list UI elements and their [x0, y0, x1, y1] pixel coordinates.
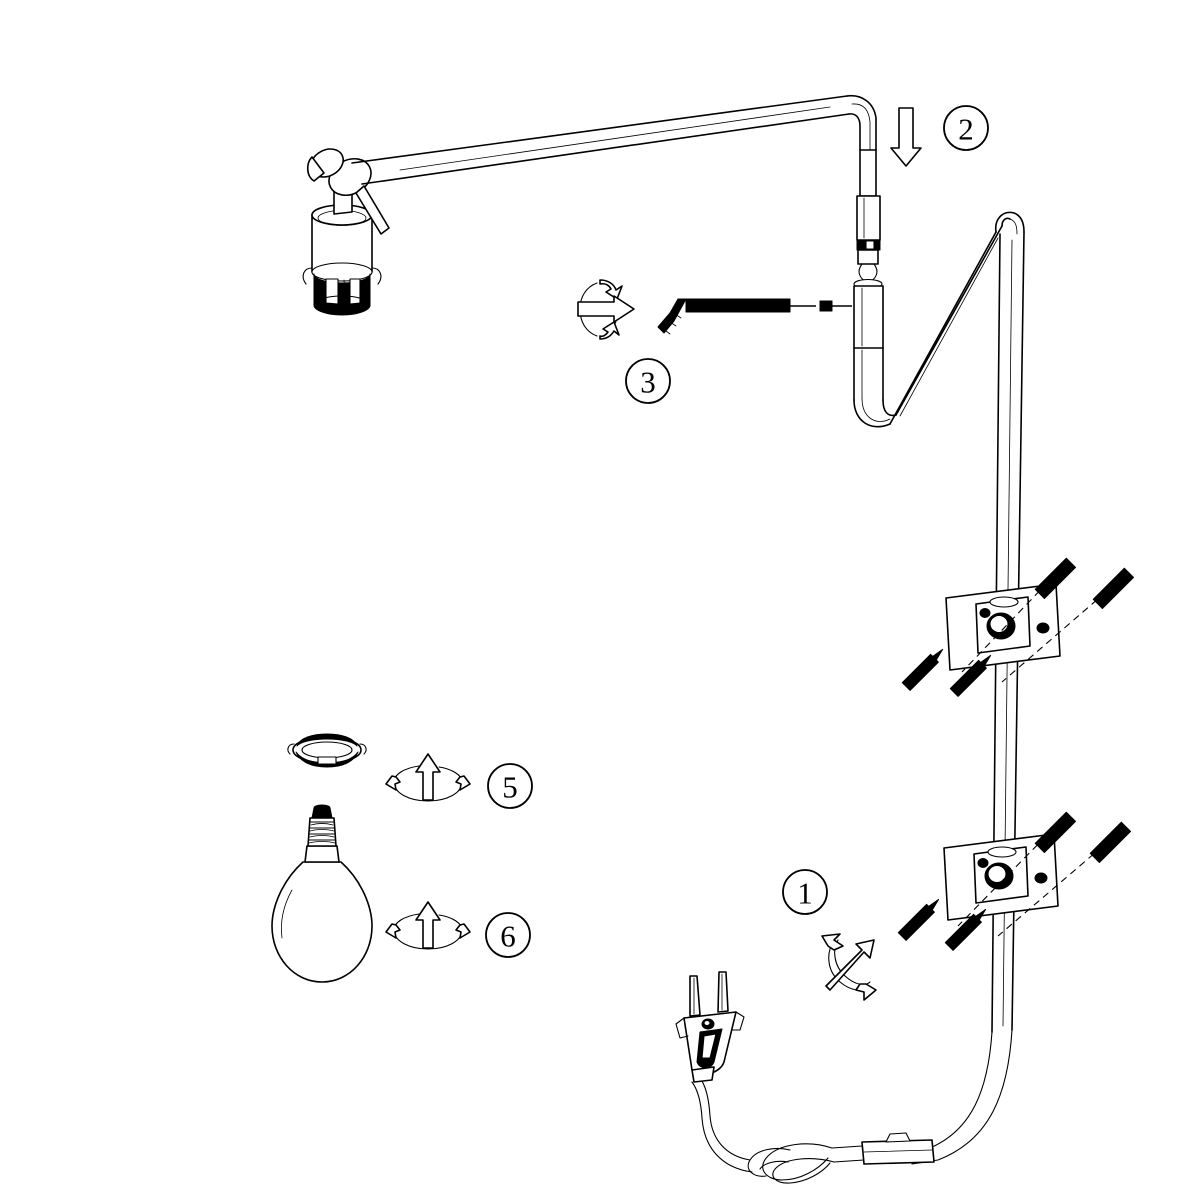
hexkey-centerline — [790, 300, 852, 312]
step-callout-6[interactable]: 6 — [485, 912, 531, 958]
hex-key — [657, 298, 791, 335]
diagonal-support-strut — [889, 225, 1003, 425]
rod-top-cap — [994, 211, 1025, 235]
step-callout-1-label: 1 — [797, 876, 813, 911]
step-callout-5-label: 5 — [502, 770, 518, 805]
inline-switch — [861, 1132, 935, 1165]
horizontal-swing-arm — [351, 95, 850, 185]
rotate-3d-arrow-icon — [821, 933, 877, 1001]
step-callout-2[interactable]: 2 — [943, 105, 989, 151]
cord-left-segment — [831, 1145, 865, 1163]
rotate-screw-arrow-icon — [577, 279, 635, 340]
lower-bracket-hardware — [897, 811, 1132, 951]
upper-wall-bracket — [945, 583, 1061, 671]
lamp-head-shade — [302, 204, 382, 316]
cord-tie-loop — [747, 1143, 835, 1184]
rotate-up-arrow-icon-5 — [385, 753, 471, 802]
step-callout-3[interactable]: 3 — [625, 358, 671, 404]
ball-joint — [306, 148, 390, 235]
light-bulb — [271, 804, 373, 983]
shade-ring — [287, 733, 367, 768]
power-plug — [675, 971, 745, 1083]
step-callout-5[interactable]: 5 — [487, 763, 533, 809]
cord-to-plug — [691, 1077, 753, 1173]
telescoping-sleeve — [856, 149, 881, 265]
flex-neck — [853, 263, 883, 290]
rotate-up-arrow-icon-6 — [385, 901, 471, 950]
step-callout-6-label: 6 — [500, 919, 516, 954]
lower-arm-tube — [853, 285, 884, 401]
step-callout-1[interactable]: 1 — [782, 869, 828, 915]
power-cord — [911, 1029, 1013, 1165]
arm-elbow-bend — [846, 94, 877, 151]
upper-bracket-hardware — [901, 557, 1135, 697]
lower-wall-bracket — [943, 833, 1059, 921]
down-arrow-icon — [890, 107, 922, 167]
arm-u-bend — [853, 397, 897, 428]
step-callout-2-label: 2 — [958, 112, 974, 147]
step-callout-3-label: 3 — [640, 365, 656, 400]
